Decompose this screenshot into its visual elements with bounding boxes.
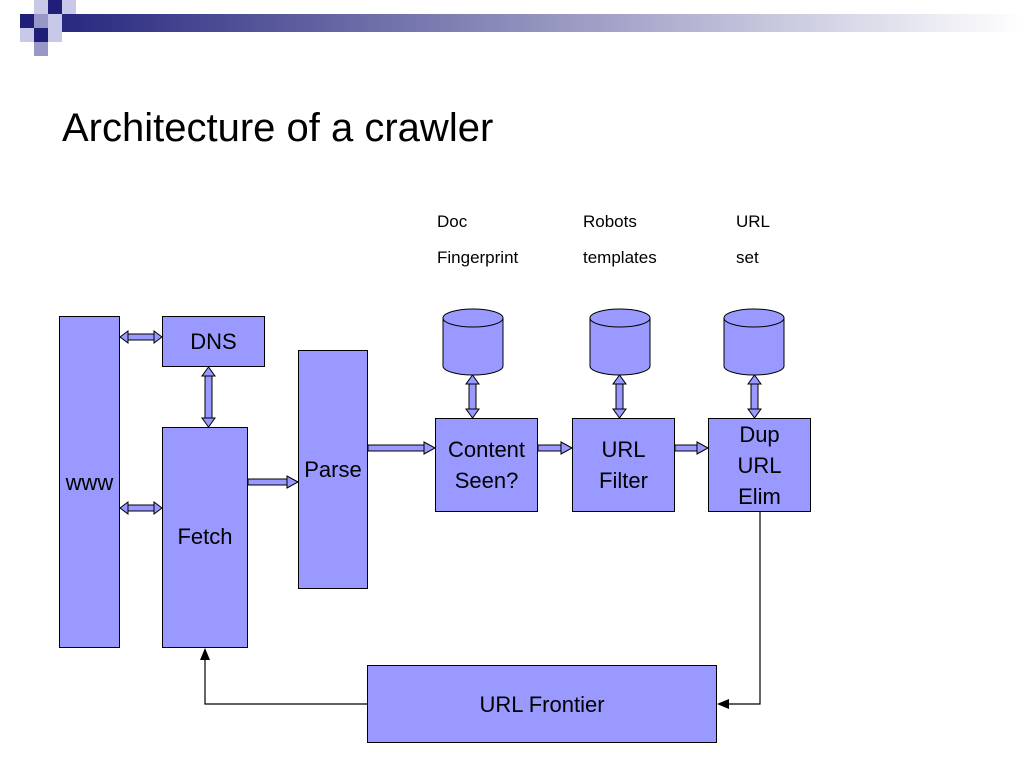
header-square <box>34 42 48 56</box>
www-label: www <box>65 469 114 495</box>
header-square <box>48 0 62 14</box>
slide-title: Architecture of a crawler <box>62 106 494 150</box>
store-caption-doc-fingerprint-line2: Fingerprint <box>437 248 519 267</box>
arrowhead-into-fetch <box>200 648 210 660</box>
arrow-url-set-db-dup-elim <box>747 374 762 419</box>
header-square <box>34 28 48 42</box>
fetch-box: Fetch <box>162 427 248 648</box>
arrow-content-seen-url-filter <box>537 441 574 455</box>
header-gradient-bar <box>20 14 1024 32</box>
arrow-parse-content-seen <box>367 441 437 455</box>
arrow-robots-db-url-filter <box>612 374 627 419</box>
www-box: www <box>59 316 120 648</box>
parse-box: Parse <box>298 350 368 589</box>
header-square <box>48 28 62 42</box>
url-frontier-label: URL Frontier <box>479 691 605 717</box>
store-caption-url-set-line2: set <box>736 248 759 267</box>
store-caption-doc-fingerprint-line1: Doc <box>437 212 468 231</box>
slide-header-decoration <box>0 0 1024 64</box>
arrow-www-fetch <box>119 501 163 515</box>
header-square <box>20 14 34 28</box>
url-filter-label-line1: URL <box>601 437 646 462</box>
header-square <box>20 28 34 42</box>
store-caption-robots-templates-line2: templates <box>583 248 657 267</box>
database-url-set-icon <box>723 308 785 376</box>
content-seen-box: Content Seen? <box>435 418 538 512</box>
connector-frontier-to-fetch <box>204 660 367 705</box>
dns-label: DNS <box>190 329 237 354</box>
dns-box: DNS <box>162 316 265 367</box>
arrow-fingerprint-db-content-seen <box>465 374 480 419</box>
url-filter-box: URL Filter <box>572 418 675 512</box>
connector-dup-elim-to-frontier <box>728 512 761 705</box>
arrowhead-into-frontier <box>717 699 729 709</box>
fetch-label: Fetch <box>177 524 233 549</box>
arrow-url-filter-dup-elim <box>674 441 710 455</box>
header-square <box>34 0 48 14</box>
database-doc-fingerprint-icon <box>442 308 504 376</box>
dup-url-elim-label-line1: Dup <box>739 421 780 447</box>
header-square <box>62 0 76 14</box>
parse-label: Parse <box>304 457 362 482</box>
store-caption-robots-templates-line1: Robots <box>583 212 637 231</box>
header-square <box>48 14 62 28</box>
content-seen-label-line2: Seen? <box>454 468 519 493</box>
arrow-fetch-parse <box>247 475 300 489</box>
arrow-dns-fetch <box>201 366 216 428</box>
content-seen-label-line1: Content <box>447 437 526 462</box>
arrow-www-dns <box>119 330 163 344</box>
url-frontier-box: URL Frontier <box>367 665 717 743</box>
dup-url-elim-label-line2: URL <box>737 452 782 478</box>
dup-url-elim-label-line3: Elim <box>738 483 781 509</box>
header-square <box>34 14 48 28</box>
database-robots-templates-icon <box>589 308 651 376</box>
dup-url-elim-box: Dup URL Elim <box>708 418 811 512</box>
store-caption-url-set-line1: URL <box>736 212 771 231</box>
url-filter-label-line2: Filter <box>599 468 648 493</box>
